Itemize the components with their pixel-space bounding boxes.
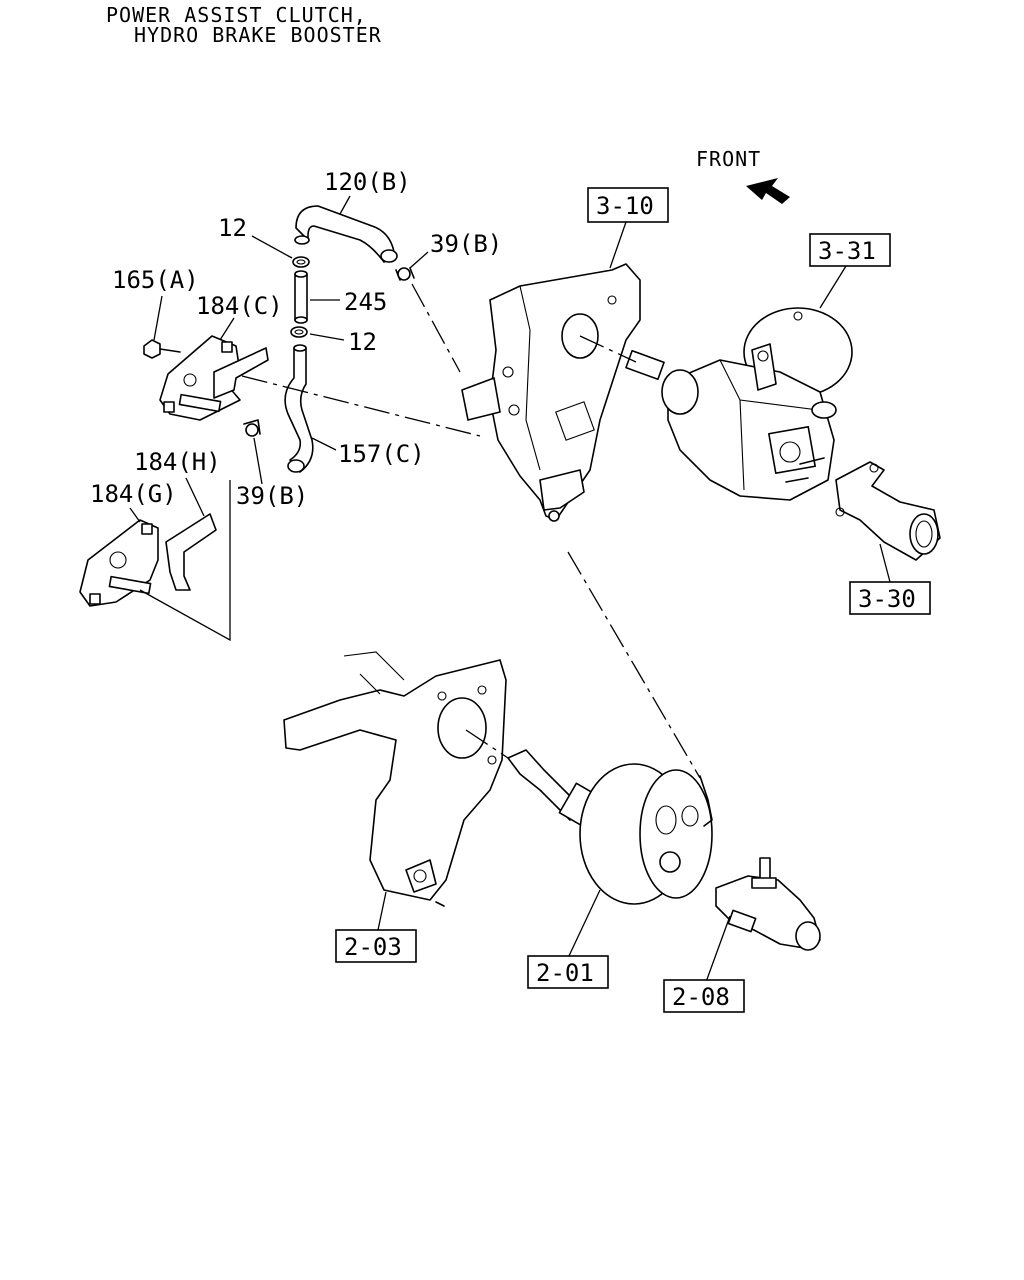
connection-line-5 bbox=[465, 729, 509, 759]
label-120b: 120(B) bbox=[324, 168, 411, 196]
leader-39b-bottom bbox=[253, 437, 263, 485]
leader-12-lower bbox=[309, 333, 345, 341]
leader-201 bbox=[567, 889, 601, 959]
clip-39b-bottom bbox=[243, 419, 261, 437]
connection-line-2 bbox=[411, 283, 461, 373]
pedal-bracket-lower bbox=[283, 651, 507, 907]
label-12-upper: 12 bbox=[218, 214, 247, 242]
bolt-165a bbox=[143, 339, 181, 359]
clamp-12-lower bbox=[290, 326, 308, 338]
ref-box-201[interactable]: 2-01 bbox=[527, 955, 609, 989]
ref-331-label: 3-31 bbox=[818, 237, 876, 265]
leader-157c bbox=[311, 437, 337, 451]
leader-203 bbox=[377, 891, 387, 931]
leader-184h bbox=[185, 477, 205, 517]
pipe-fitting-330 bbox=[835, 461, 941, 561]
label-39b-bottom: 39(B) bbox=[236, 482, 308, 510]
label-157c: 157(C) bbox=[338, 440, 425, 468]
leader-330 bbox=[879, 543, 891, 583]
label-245: 245 bbox=[344, 288, 387, 316]
label-12-lower: 12 bbox=[348, 328, 377, 356]
title-line-1: POWER ASSIST CLUTCH, bbox=[106, 3, 367, 27]
front-arrow-icon bbox=[746, 178, 790, 204]
ref-203-label: 2-03 bbox=[344, 933, 402, 961]
clamp-12-upper bbox=[292, 256, 310, 268]
bracket-184c bbox=[159, 335, 269, 421]
label-184g: 184(G) bbox=[90, 480, 177, 508]
leader-184c bbox=[219, 317, 235, 341]
connection-line-4 bbox=[567, 551, 701, 779]
hose-120b bbox=[294, 205, 398, 263]
ref-310-label: 3-10 bbox=[596, 192, 654, 220]
ref-box-203[interactable]: 2-03 bbox=[335, 929, 417, 963]
label-39b-top: 39(B) bbox=[430, 230, 502, 258]
ref-330-label: 3-30 bbox=[858, 585, 916, 613]
leader-165a bbox=[153, 295, 163, 341]
leader-120b bbox=[339, 195, 351, 215]
leader-310 bbox=[609, 221, 627, 269]
leader-12-upper bbox=[251, 235, 293, 259]
ref-201-label: 2-01 bbox=[536, 959, 594, 987]
hose-157c bbox=[284, 344, 314, 473]
leader-208 bbox=[705, 915, 731, 983]
ref-208-label: 2-08 bbox=[672, 983, 730, 1011]
title-line-2: HYDRO BRAKE BOOSTER bbox=[134, 23, 382, 47]
clip-39b-top bbox=[395, 267, 415, 281]
label-165a: 165(A) bbox=[112, 266, 199, 294]
vacuum-booster bbox=[507, 749, 713, 905]
front-label: FRONT bbox=[696, 147, 761, 171]
label-184h: 184(H) bbox=[134, 448, 221, 476]
leader-39b-top bbox=[409, 251, 429, 269]
ref-box-331[interactable]: 3-31 bbox=[809, 233, 891, 267]
pedal-bracket-upper bbox=[461, 263, 641, 522]
bracket-184g bbox=[79, 519, 159, 607]
ref-box-310[interactable]: 3-10 bbox=[587, 187, 669, 223]
leader-184g bbox=[129, 507, 141, 523]
ref-box-330[interactable]: 3-30 bbox=[849, 581, 931, 615]
master-cylinder bbox=[715, 857, 821, 951]
bracket-184h bbox=[165, 513, 217, 591]
hydro-booster-unit bbox=[625, 307, 853, 501]
connection-line-1 bbox=[241, 375, 481, 437]
leader-331 bbox=[819, 265, 847, 309]
connection-line-3 bbox=[579, 335, 637, 363]
bracket-bracket-leader bbox=[139, 480, 231, 642]
pipe-245 bbox=[294, 270, 308, 324]
label-184c: 184(C) bbox=[196, 292, 283, 320]
ref-box-208[interactable]: 2-08 bbox=[663, 979, 745, 1013]
